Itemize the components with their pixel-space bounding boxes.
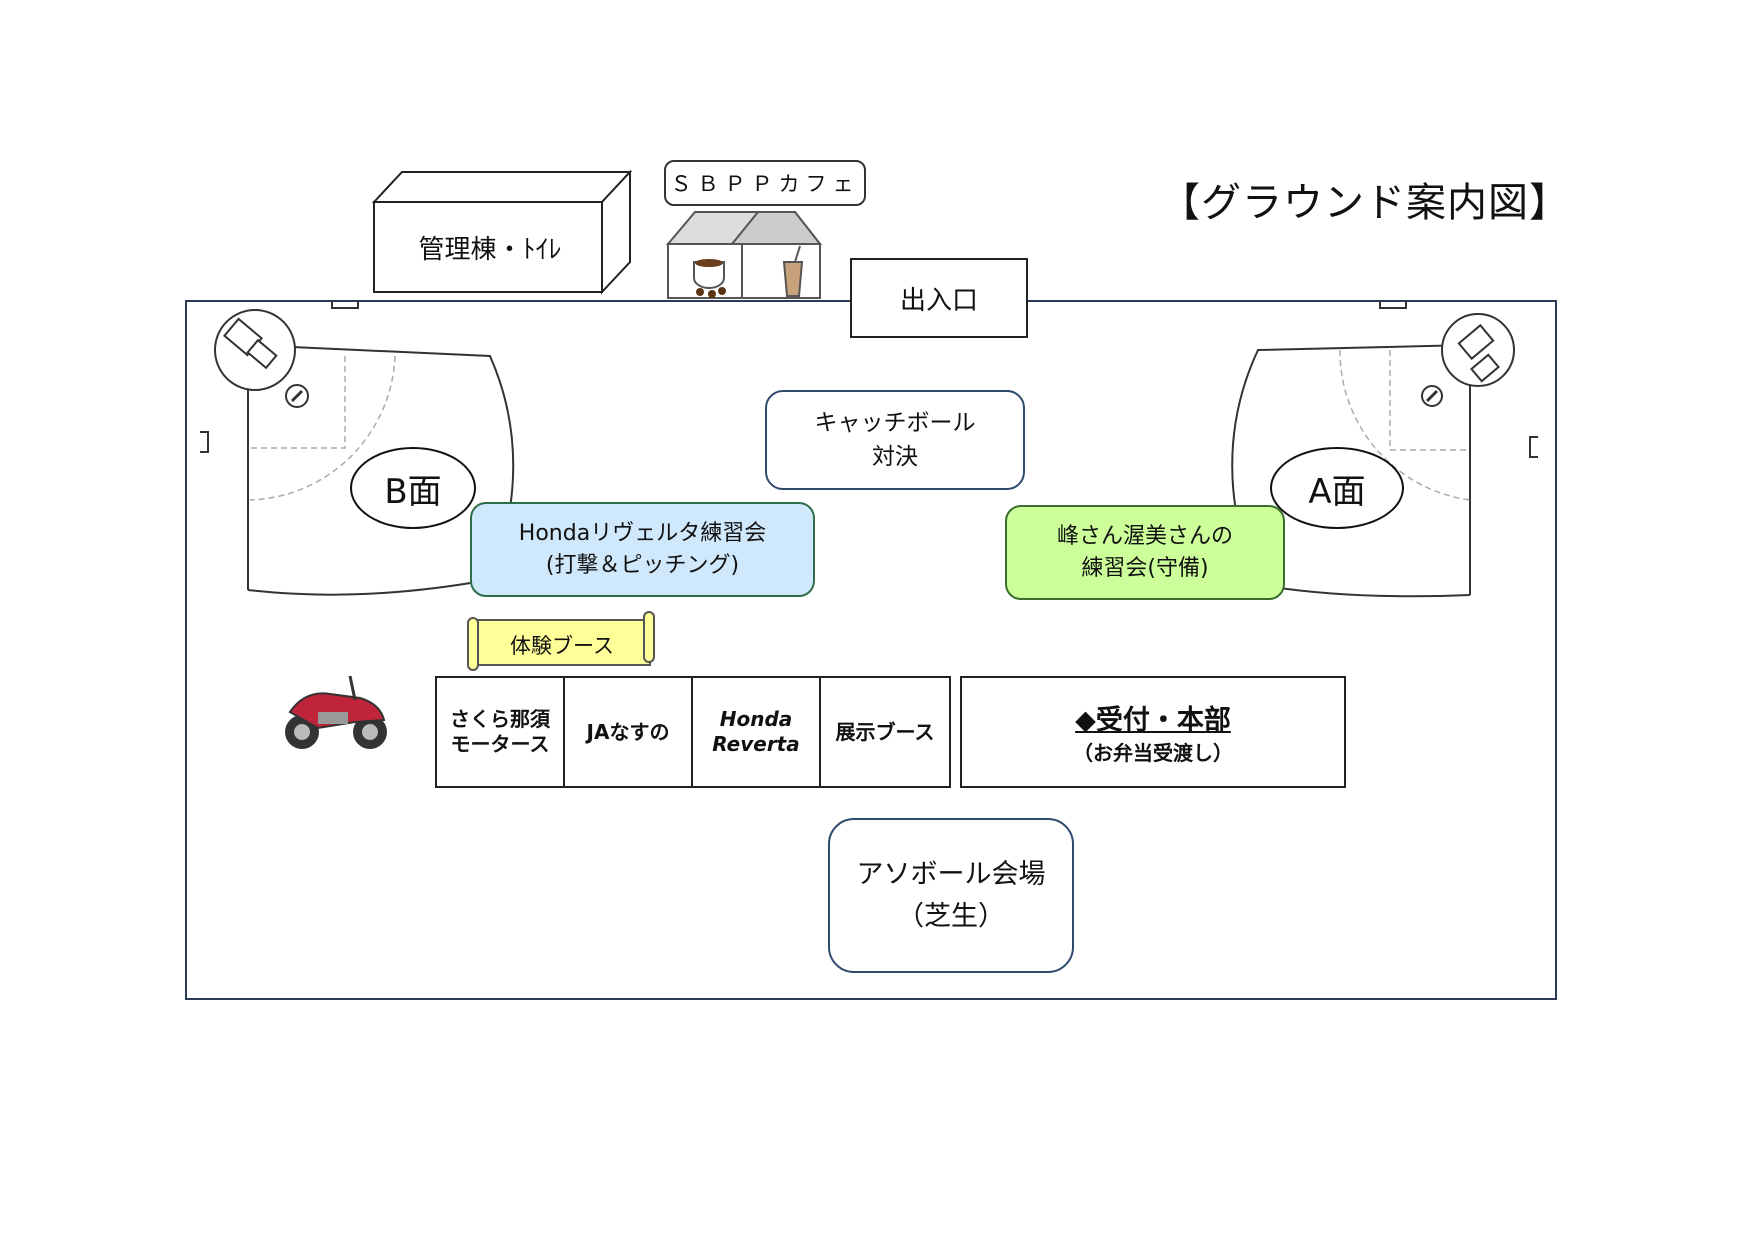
field-b-label: B面 [350,447,476,529]
booth-sakura-line2: モータース [450,732,550,756]
booth-honda-line1: Honda [719,707,793,731]
catch-ball-area: キャッチボール 対決 [765,390,1025,490]
catch-ball-line1: キャッチボール [814,410,976,436]
reception-hq: ◆受付・本部 （お弁当受渡し） [960,676,1346,788]
catch-ball-line2: 対決 [872,444,918,470]
field-a-label: A面 [1270,447,1404,529]
asoball-line2: （芝生） [897,900,1005,932]
booth-exhibition-line1: 展示ブース [835,719,935,744]
pitcher-mound-icon-a [1421,385,1443,407]
scroll-banner-shape [467,611,655,671]
pitcher-mound-icon-b [285,384,309,408]
coffee-cup-icon [693,259,726,298]
admin-building-label: 管理棟・ﾄｲﾚ [418,234,562,265]
iced-coffee-icon [782,245,804,297]
asoball-area: アソボール会場 （芝生） [828,818,1074,973]
asoball-line1: アソボール会場 [856,858,1046,890]
scoreboard-icon-b [214,309,296,391]
honda-practice-area: Hondaリヴェルタ練習会 (打撃＆ピッチング) [470,502,815,597]
experience-booth-label: 体験ブース [510,633,614,658]
honda-practice-line1: Hondaリヴェルタ練習会 [518,520,767,546]
reception-sub-label: （お弁当受渡し） [1073,741,1233,765]
cafe-label: ＳＢＰＰカフェ [664,160,866,206]
mine-practice-line2: 練習会(守備) [1081,555,1209,581]
edge-marks [200,301,1538,458]
honda-practice-line2: (打撃＆ピッチング) [545,552,740,578]
map-title: 【グラウンド案内図】 [1160,180,1570,226]
field-b-infield [249,355,396,501]
booth-ja-nasuno: JAなすの [565,678,693,786]
entrance-label: 出入口 [850,258,1028,338]
mine-practice-area: 峰さん渥美さんの 練習会(守備) [1005,505,1285,600]
booth-ja-line1: JAなすの [586,719,670,744]
reception-main-label: ◆受付・本部 [1075,705,1231,736]
mine-practice-line1: 峰さん渥美さんの [1056,523,1233,549]
booth-exhibition: 展示ブース [821,678,949,786]
scoreboard-icon-a [1441,313,1515,387]
motorcycle-icon [285,675,387,749]
admin-building-shape [371,169,633,295]
field-a-infield [1339,349,1471,501]
booth-sakura-line1: さくら那須 [450,707,550,731]
booth-honda-line2: Reverta [712,732,800,756]
booth-sakura-nasu: さくら那須モータース [437,678,565,786]
